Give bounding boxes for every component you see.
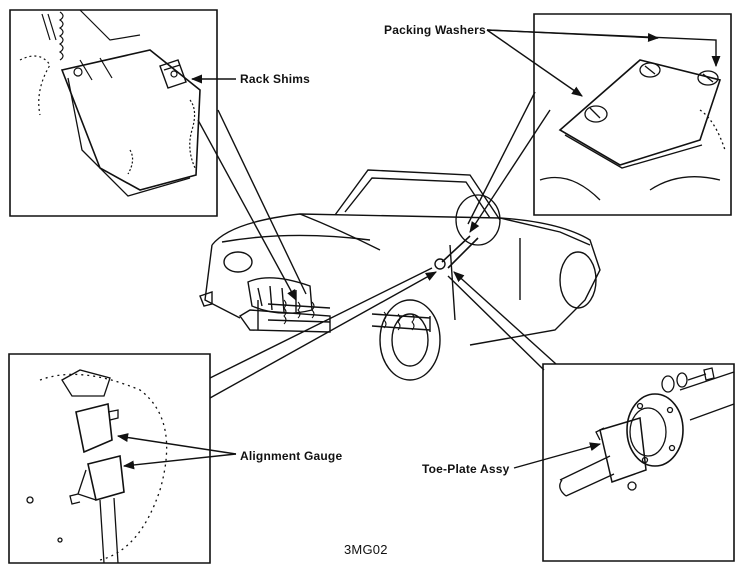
toe-plate-pointer xyxy=(448,276,544,370)
figure-code: 3MG02 xyxy=(344,542,388,557)
label-toe-plate-assy: Toe-Plate Assy xyxy=(422,462,510,476)
alignment-gauge-arrow-1 xyxy=(116,433,236,454)
callout-arrows xyxy=(116,30,721,470)
packing-washers-pointer xyxy=(468,92,535,224)
label-alignment-gauge: Alignment Gauge xyxy=(240,449,343,463)
label-rack-shims: Rack Shims xyxy=(240,72,311,86)
packing-washers-panel xyxy=(534,14,731,215)
packing-washers-arrow-3 xyxy=(487,30,583,97)
packing-washers-arrow-2 xyxy=(487,30,721,68)
rack-shims-pointer xyxy=(218,110,306,294)
rack-shims-panel xyxy=(10,10,217,216)
car-illustration xyxy=(200,170,600,380)
alignment-gauge-pointer xyxy=(210,268,432,378)
toe-plate-panel xyxy=(543,364,734,561)
alignment-gauge-panel xyxy=(9,354,210,563)
toe-plate-arrow xyxy=(514,442,602,468)
label-packing-washers: Packing Washers xyxy=(384,23,486,37)
